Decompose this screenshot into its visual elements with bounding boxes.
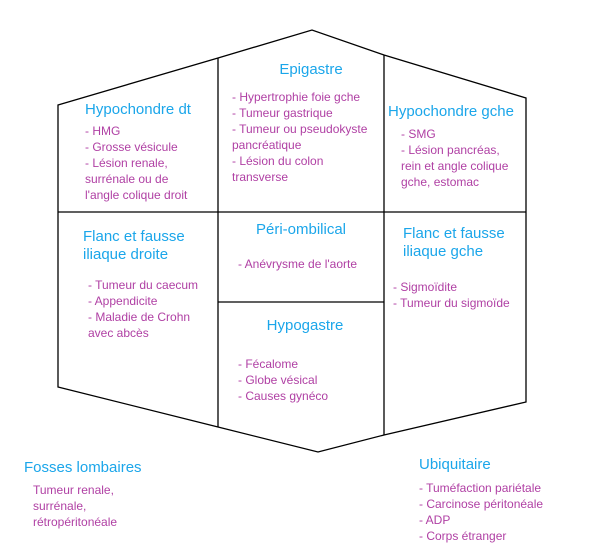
list-item: - Hypertrophie foie gche — [232, 90, 361, 104]
list-item: surrénale ou de — [85, 172, 169, 186]
title-line: Flanc et fausse — [403, 225, 505, 242]
list-item: - SMG — [401, 127, 436, 141]
list-item: - Tuméfaction pariétale — [419, 481, 542, 495]
list-item: - Lésion renale, — [85, 156, 168, 170]
list-item: - Fécalome — [238, 357, 299, 371]
region-items: - Hypertrophie foie gche - Tumeur gastriq… — [232, 89, 367, 185]
list-item: rétropéritonéale — [33, 515, 118, 529]
list-item: l'angle colique droit — [85, 188, 188, 202]
region-title: Fosses lombaires — [24, 459, 142, 477]
list-item: - Lésion pancréas, — [401, 143, 500, 157]
list-item: - Anévrysme de l'aorte — [238, 257, 358, 271]
region-title: Péri-ombilical — [256, 221, 346, 239]
region-items: - Tumeur du caecum - Appendicite - Maladie… — [88, 277, 198, 341]
region-items: - Fécalome - Globe vésical - Causes gynéco — [238, 356, 328, 404]
title-line: Hypogastre — [266, 317, 344, 334]
region-items: - Anévrysme de l'aorte — [238, 256, 357, 272]
title-line: Flanc et fausse — [83, 228, 185, 245]
region-title: Hypochondre dt — [85, 101, 191, 119]
title-line: Hypochondre gche — [388, 103, 514, 120]
title-line: Ubiquitaire — [419, 456, 491, 473]
region-items: - HMG - Grosse vésicule - Lésion renale, su… — [85, 123, 187, 203]
list-item: rein et angle colique — [401, 159, 509, 173]
list-item: - Grosse vésicule — [85, 140, 178, 154]
region-items: - SMG - Lésion pancréas, rein et angle col… — [401, 126, 508, 190]
region-items: - Tuméfaction pariétale - Carcinose périt… — [419, 480, 543, 544]
region-title: Hypochondre gche — [388, 103, 514, 121]
list-item: - Appendicite — [88, 294, 158, 308]
title-line: Hypochondre dt — [85, 101, 191, 118]
outline-polygon — [57, 29, 527, 453]
region-items: Tumeur renale, surrénale, rétropéritonéale — [33, 482, 117, 530]
list-item: - Tumeur gastrique — [232, 106, 333, 120]
list-item: - Tumeur ou pseudokyste — [232, 122, 368, 136]
title-line: Epigastre — [279, 61, 343, 78]
region-title: Hypogastre — [267, 317, 344, 335]
title-line: Fosses lombaires — [24, 459, 142, 476]
list-item: avec abcès — [88, 326, 149, 340]
list-item: - Lésion du colon — [232, 154, 324, 168]
list-item: - Tumeur du sigmoïde — [393, 296, 510, 310]
list-item: - Causes gynéco — [238, 389, 329, 403]
list-item: - Carcinose péritonéale — [419, 497, 544, 511]
list-item: - Sigmoïdite — [393, 280, 458, 294]
list-item: pancréatique — [232, 138, 302, 152]
list-item: - HMG — [85, 124, 121, 138]
title-line: Péri-ombilical — [255, 221, 347, 238]
list-item: Tumeur renale, — [33, 483, 114, 497]
region-title: Epigastre — [279, 61, 342, 79]
list-item: - ADP — [419, 513, 451, 527]
title-line: iliaque gche — [403, 243, 484, 260]
list-item: surrénale, — [33, 499, 87, 513]
list-item: transverse — [232, 170, 289, 184]
list-item: - Corps étranger — [419, 529, 507, 543]
list-item: gche, estomac — [401, 175, 480, 189]
region-items: - Sigmoïdite - Tumeur du sigmoïde — [393, 279, 510, 311]
list-item: - Globe vésical — [238, 373, 318, 387]
list-item: - Maladie de Crohn — [88, 310, 191, 324]
title-line: iliaque droite — [83, 246, 169, 263]
region-title: Ubiquitaire — [419, 456, 491, 474]
list-item: - Tumeur du caecum — [88, 278, 199, 292]
